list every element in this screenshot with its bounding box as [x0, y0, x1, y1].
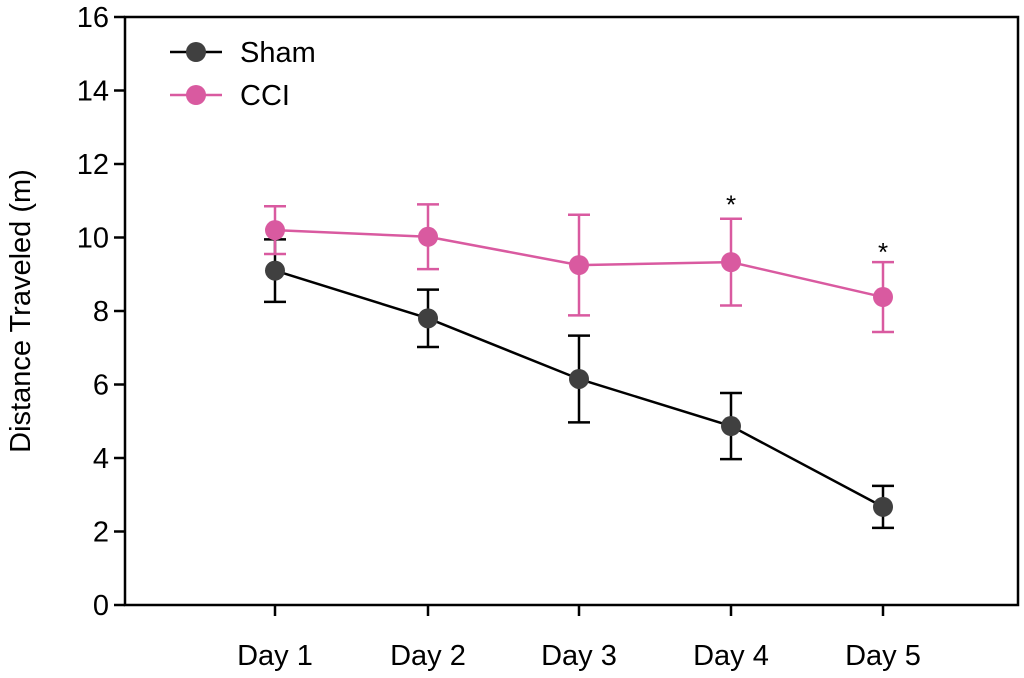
- x-tick-label: Day 3: [541, 640, 617, 672]
- significance-marker: *: [878, 237, 888, 267]
- x-tick-label: Day 2: [390, 640, 466, 672]
- y-tick-label: 8: [93, 296, 109, 328]
- series-layer: [264, 203, 894, 530]
- data-point: [569, 255, 589, 276]
- data-point: [873, 496, 893, 517]
- data-point: [721, 252, 741, 273]
- legend-label: CCI: [240, 80, 290, 112]
- y-tick-label: 0: [93, 590, 109, 622]
- y-tick-label: 14: [77, 76, 109, 108]
- legend-marker: [186, 85, 206, 105]
- x-tick-label: Day 1: [237, 640, 313, 672]
- legend-item-cci: CCI: [170, 80, 290, 112]
- data-point: [265, 260, 285, 281]
- y-tick-label: 10: [77, 223, 109, 255]
- significance-marker: *: [726, 189, 736, 219]
- y-tick-label: 12: [77, 149, 109, 181]
- y-tick-label: 6: [93, 370, 109, 402]
- legend-label: Sham: [240, 37, 316, 69]
- y-tick-label: 16: [77, 2, 109, 34]
- x-tick-label: Day 5: [845, 640, 921, 672]
- x-tick-label: Day 4: [693, 640, 769, 672]
- y-tick-label: 2: [93, 517, 109, 549]
- legend-item-sham: Sham: [170, 37, 316, 69]
- y-axis: 0 2 4 6 8 10 12 14 16: [77, 2, 125, 622]
- data-point: [418, 308, 438, 329]
- annotation-layer: **: [726, 189, 888, 267]
- series-sham: [264, 238, 894, 530]
- y-axis-title: Distance Traveled (m): [5, 169, 37, 453]
- data-point: [873, 287, 893, 308]
- data-point: [265, 220, 285, 241]
- data-point: [418, 226, 438, 247]
- y-tick-label: 4: [93, 443, 109, 475]
- data-point: [721, 416, 741, 437]
- legend-marker: [186, 42, 206, 62]
- x-axis: Day 1 Day 2 Day 3 Day 4 Day 5: [237, 605, 921, 672]
- data-point: [569, 368, 589, 389]
- series-cci: [264, 203, 894, 334]
